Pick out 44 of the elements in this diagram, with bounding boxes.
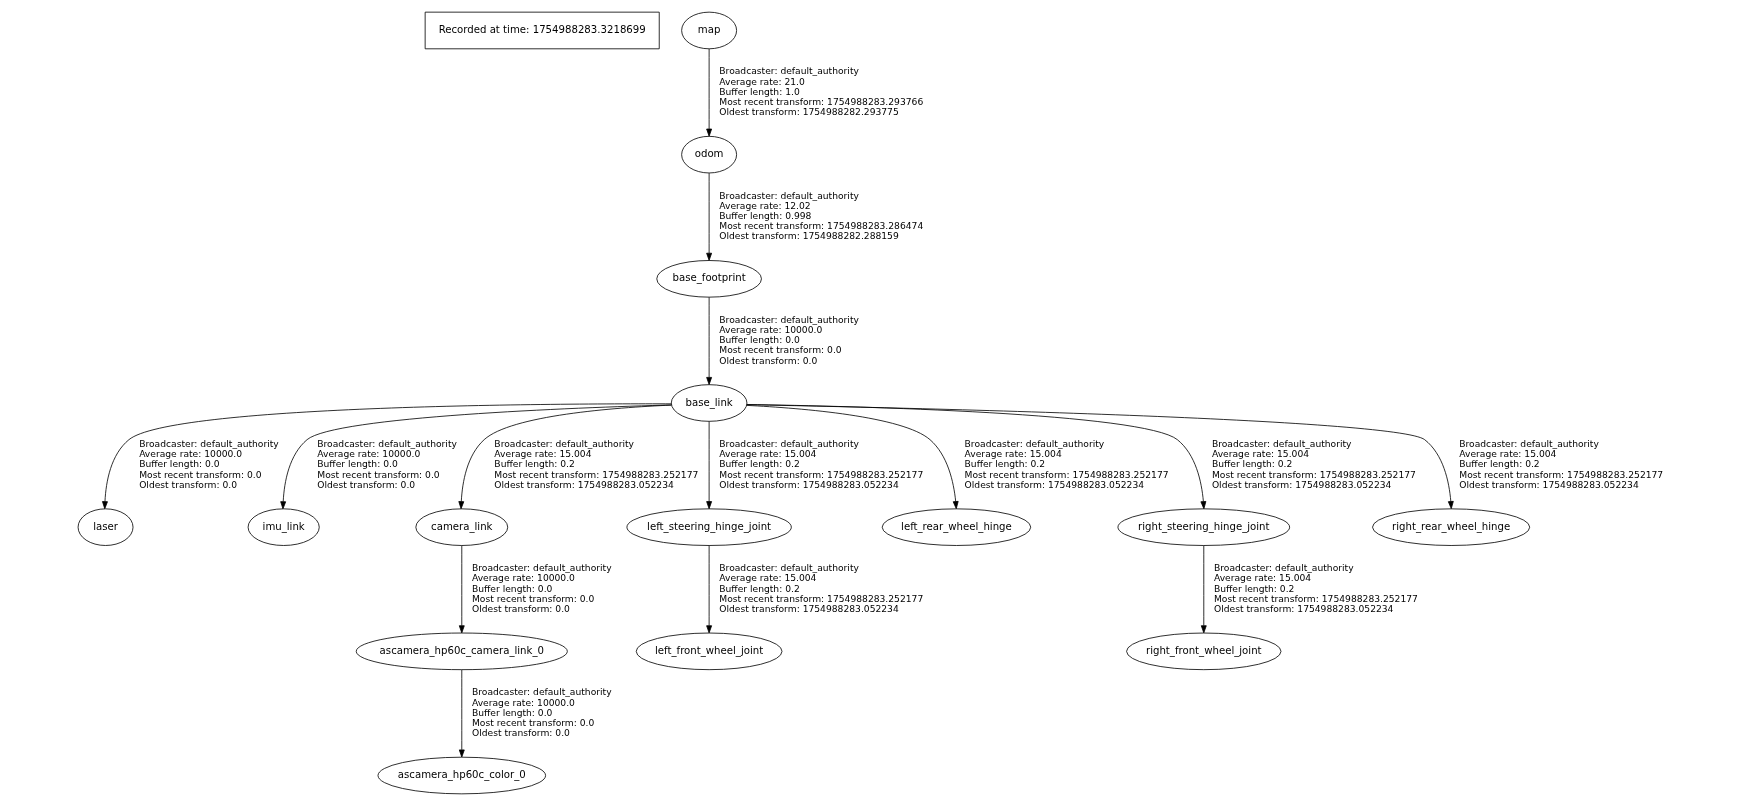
node-ellipse: camera_link: [415, 508, 509, 546]
edge-label: Broadcaster: default_authority Average rate: 10000.0 Buffer length: 0.0 Most recent transform: 0.0 Oldest transform: 0.0: [139, 437, 279, 490]
edge-label: Broadcaster: default_authority Average rate: 12.02 Buffer length: 0.998 Most recent transform: 1754988283.286474 Oldest transform: 1754988282.288159: [719, 189, 924, 242]
edge-label: Broadcaster: default_authority Average rate: 10000.0 Buffer length: 0.0 Most recent transform: 0.0 Oldest transform: 0.0: [317, 437, 457, 490]
edge-label: Broadcaster: default_authority Average rate: 15.004 Buffer length: 0.2 Most recent transform: 1754988283.252177 Oldest transform: 1754988283.052234: [494, 437, 699, 490]
arrow: [746, 404, 959, 510]
node-ellipse: right_steering_hinge_joint: [1117, 508, 1291, 546]
arrow: [102, 403, 672, 510]
node-ellipse: base_link: [670, 384, 748, 422]
arrow: [746, 404, 1207, 510]
node-ellipse: map: [681, 11, 737, 50]
arrow: [706, 296, 713, 385]
edge-label: Broadcaster: default_authority Average rate: 15.004 Buffer length: 0.2 Most recent transform: 1754988283.252177 Oldest transform: 1754988283.052234: [1211, 437, 1416, 490]
node-ellipse: ascamera_hp60c_color_0: [377, 756, 546, 795]
node-ellipse: left_front_wheel_joint: [635, 632, 783, 671]
arrow: [706, 172, 713, 261]
node-ellipse: ascamera_hp60c_camera_link_0: [355, 632, 568, 671]
node-ellipse: right_front_wheel_joint: [1126, 632, 1282, 671]
arrow: [746, 404, 1454, 510]
node-ellipse: left_steering_hinge_joint: [626, 508, 792, 546]
arrow: [706, 421, 713, 510]
arrow: [706, 545, 713, 634]
arrow: [458, 545, 465, 634]
edge-label: Broadcaster: default_authority Average rate: 10000.0 Buffer length: 0.0 Most recent transform: 0.0 Oldest transform: 0.0: [471, 562, 612, 614]
arrow: [706, 48, 713, 137]
edge-label: Broadcaster: default_authority Average rate: 21.0 Buffer length: 1.0 Most recent transform: 1754988283.293766 Oldest transform: 1754988282.293775: [719, 65, 924, 118]
arrow: [458, 669, 465, 758]
node-ellipse: odom: [681, 135, 737, 174]
node-ellipse: left_rear_wheel_hinge: [881, 508, 1032, 546]
edge-label: Broadcaster: default_authority Average rate: 15.004 Buffer length: 0.2 Most recent transform: 1754988283.252177 Oldest transform: 1754988283.052234: [1459, 437, 1664, 490]
edge-label: Broadcaster: default_authority Average rate: 15.004 Buffer length: 0.2 Most recent transform: 1754988283.252177 Oldest transform: 1754988283.052234: [719, 562, 924, 614]
node-ellipse: right_rear_wheel_hinge: [1372, 508, 1531, 546]
edge-label: Broadcaster: default_authority Average rate: 15.004 Buffer length: 0.2 Most recent transform: 1754988283.252177 Oldest transform: 1754988283.052234: [719, 437, 924, 490]
node-ellipse: laser: [77, 508, 134, 546]
node-box: Recorded at time: 1754988283.3218699: [424, 11, 660, 50]
arrow: [280, 404, 672, 510]
arrow: [1200, 545, 1207, 634]
arrow: [458, 404, 672, 510]
edge-label: Broadcaster: default_authority Average rate: 15.004 Buffer length: 0.2 Most recent transform: 1754988283.252177 Oldest transform: 1754988283.052234: [1213, 562, 1418, 614]
edge-label: Broadcaster: default_authority Average rate: 10000.0 Buffer length: 0.0 Most recent transform: 0.0 Oldest transform: 0.0: [719, 313, 859, 366]
node-ellipse: imu_link: [247, 508, 320, 546]
edge-label: Broadcaster: default_authority Average rate: 10000.0 Buffer length: 0.0 Most recent transform: 0.0 Oldest transform: 0.0: [471, 686, 612, 739]
node-ellipse: base_footprint: [656, 260, 762, 298]
edge-label: Broadcaster: default_authority Average rate: 15.004 Buffer length: 0.2 Most recent transform: 1754988283.252177 Oldest transform: 1754988283.052234: [964, 437, 1169, 490]
